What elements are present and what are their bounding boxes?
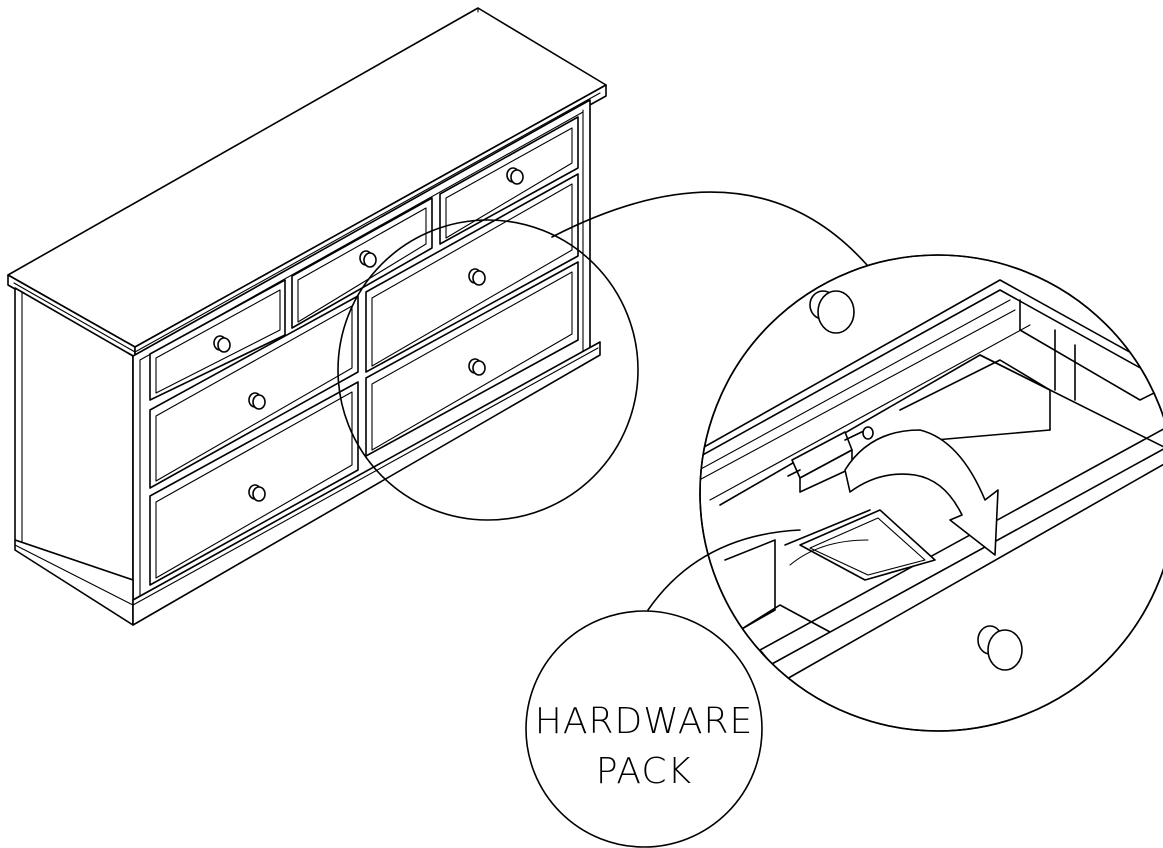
focus-circle bbox=[337, 219, 639, 521]
knob-bottom-left bbox=[248, 484, 266, 502]
detail-knob-top bbox=[809, 290, 855, 334]
knob-bottom-right bbox=[468, 358, 486, 376]
hardware-pack-callout: HARDWARE PACK bbox=[525, 529, 801, 848]
dresser-illustration bbox=[7, 7, 607, 626]
knob-top-middle bbox=[359, 250, 377, 268]
knob-top-left bbox=[213, 335, 231, 353]
detail-view bbox=[699, 254, 1163, 732]
drawer-bottom-left bbox=[149, 381, 359, 586]
callout-label-line2: PACK bbox=[596, 751, 692, 792]
callout-label-line1: HARDWARE bbox=[535, 701, 753, 742]
connector-arc bbox=[551, 191, 879, 279]
knob-middle-right bbox=[468, 268, 486, 286]
dresser-base bbox=[14, 341, 601, 626]
knob-top-right bbox=[506, 167, 524, 185]
detail-knob-bottom bbox=[977, 625, 1023, 671]
knob-middle-left bbox=[248, 392, 266, 410]
drawer-middle-left bbox=[149, 295, 359, 489]
